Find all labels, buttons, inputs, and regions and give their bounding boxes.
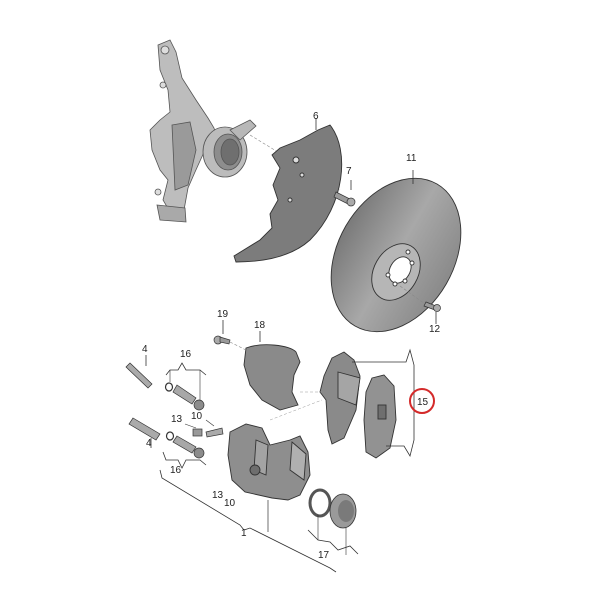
guide-pin-upper [125,362,153,389]
piston [329,493,357,529]
callout-16-lower[interactable]: 16 [170,465,182,476]
callout-17[interactable]: 17 [318,550,330,561]
guide-bolt-kit-upper [164,382,205,411]
callout-19[interactable]: 19 [217,309,229,320]
callout-1[interactable]: 1 [241,528,247,539]
callout-16-upper[interactable]: 16 [180,349,192,360]
guide-pin-lower [128,417,161,441]
callout-4-lower[interactable]: 4 [146,438,152,449]
disc-retaining-screw [399,285,441,312]
brake-pad-outer [319,351,361,445]
brake-pad-inner [363,374,397,459]
caliper-cover-bolt [213,335,231,345]
callout-10-upper[interactable]: 10 [191,411,203,422]
callout-18[interactable]: 18 [254,320,266,331]
callout-12[interactable]: 12 [429,324,441,335]
guide-bolt-kit-lower [165,431,205,459]
brake-caliper [227,423,311,501]
brake-disc [330,177,462,333]
piston-seal [308,488,332,518]
splash-shield-bolt [333,191,356,207]
callout-10-lower[interactable]: 10 [224,498,236,509]
highlight-circle-part-15 [409,388,435,414]
callout-13-upper[interactable]: 13 [171,414,183,425]
splash-shield [233,124,343,263]
bleeder-valve [205,427,224,438]
callout-13-lower[interactable]: 13 [212,490,224,501]
callout-4-upper[interactable]: 4 [142,344,148,355]
bleeder-cap [192,428,203,437]
callout-6[interactable]: 6 [313,111,319,122]
caliper-cover [243,344,301,411]
steering-knuckle [149,39,257,223]
callout-7[interactable]: 7 [346,166,352,177]
callout-11[interactable]: 11 [406,153,417,164]
